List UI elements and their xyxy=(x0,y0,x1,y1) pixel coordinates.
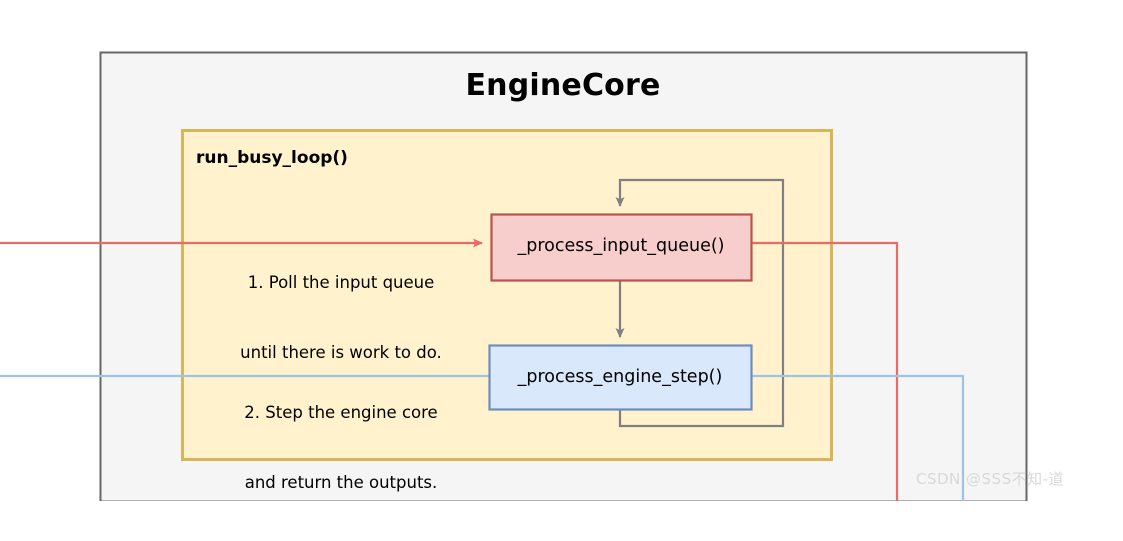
diagram-svg xyxy=(0,51,1028,501)
node-label-process-engine-step[interactable]: _process_engine_step() xyxy=(517,367,723,387)
input-queue-outbound-connector xyxy=(751,241,899,501)
diagram-canvas: EngineCore run_busy_loop() 1. Poll the i… xyxy=(0,51,1065,501)
node-process-input-queue[interactable] xyxy=(490,213,753,282)
engine-step-outbound-connector xyxy=(751,374,965,501)
node-label-process-input-queue[interactable]: _process_input_queue() xyxy=(517,236,725,256)
annotation-poll-the-input-queue: 1. Poll the input queue until there is w… xyxy=(196,224,486,411)
annotation-step-line-2: and return the outputs. xyxy=(244,473,438,493)
page-title: EngineCore xyxy=(465,68,661,103)
inner-container-title: run_busy_loop() xyxy=(196,148,348,168)
loop-feedback-connector xyxy=(615,178,785,428)
annotation-poll-line-2: until there is work to do. xyxy=(240,343,442,363)
annotation-step-the-engine-core: 2. Step the engine core and return the o… xyxy=(196,354,486,541)
annotation-poll-line-1: 1. Poll the input queue xyxy=(247,272,435,292)
watermark: CSDN @SSS不知-道 xyxy=(916,470,1065,488)
annotation-step-line-1: 2. Step the engine core xyxy=(244,402,438,422)
node-process-engine-step[interactable] xyxy=(488,344,753,411)
